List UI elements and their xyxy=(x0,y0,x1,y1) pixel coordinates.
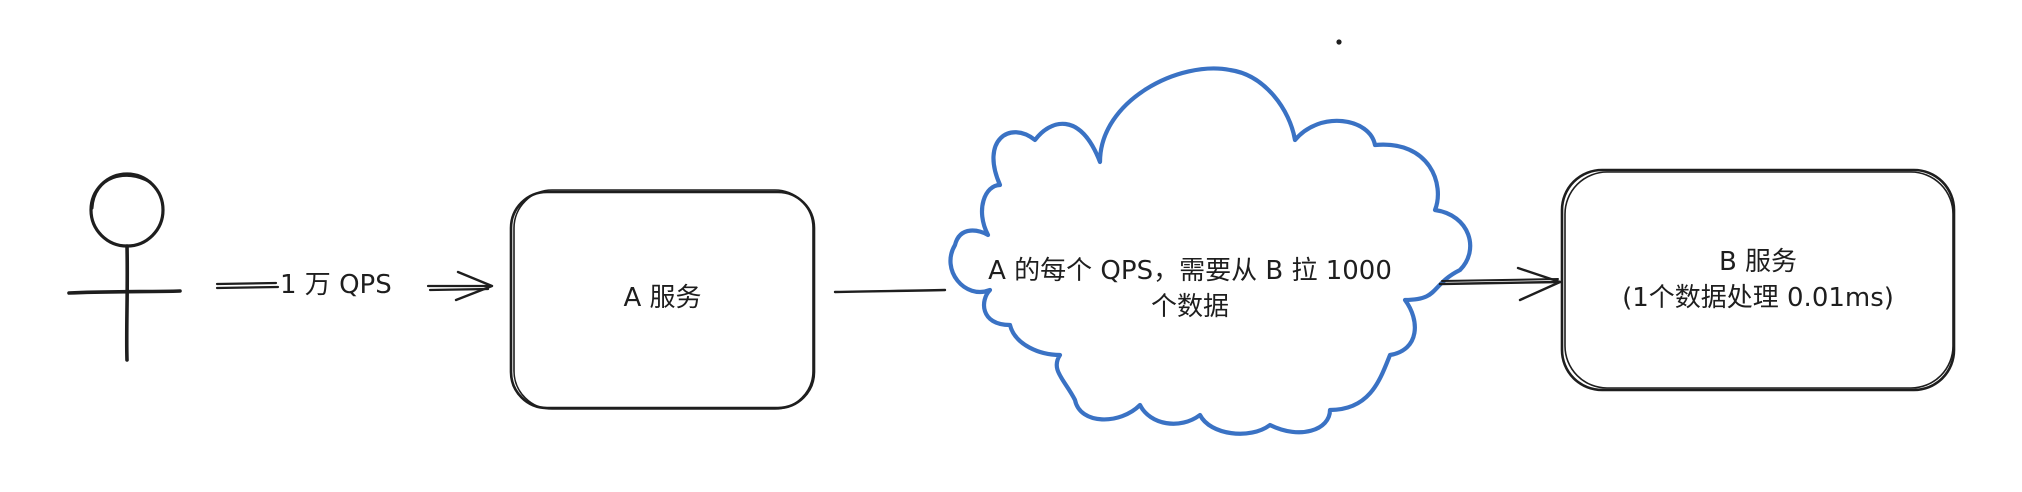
service-b-label: B 服务 xyxy=(1718,247,1798,277)
service-a-box[interactable] xyxy=(509,190,816,410)
service-b-box-sketch-stroke xyxy=(1564,171,1954,389)
service-b-note: (1个数据处理 0.01ms) xyxy=(1622,283,1894,313)
service-b-box[interactable] xyxy=(1560,168,1956,392)
stray-dot xyxy=(1336,39,1342,45)
cloud-text-line2: 个数据 xyxy=(1150,292,1229,322)
cloud-shape[interactable] xyxy=(948,66,1473,436)
service-a-box-sketch-stroke xyxy=(513,189,814,410)
request-arrow[interactable] xyxy=(215,270,494,302)
service-a-label: A 服务 xyxy=(623,283,702,313)
request-rate-label: 1 万 QPS xyxy=(280,270,392,300)
cloud-to-b-arrow[interactable] xyxy=(1438,266,1562,302)
cloud-text-line1: A 的每个 QPS，需要从 B 拉 1000 xyxy=(988,256,1392,286)
a-to-cloud-connector[interactable] xyxy=(833,288,947,294)
user-actor-icon[interactable] xyxy=(67,172,182,362)
